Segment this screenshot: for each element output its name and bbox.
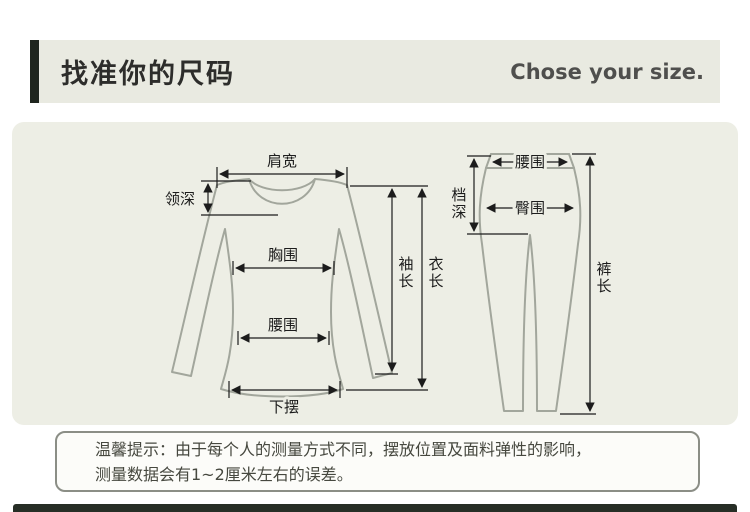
- tips-line-2: 测量数据会有1~2厘米左右的误差。: [95, 464, 353, 484]
- neck-depth-label: 领深: [165, 190, 195, 208]
- chest-label: 胸围: [268, 246, 298, 264]
- size-diagram: 肩宽 领深 胸围 腰围 下摆 袖长 衣长 腰围 档深 臀围 裤长: [162, 149, 615, 419]
- pants-drawing: [478, 153, 582, 412]
- section-title: 找准你的尺码: [61, 59, 235, 90]
- tips-line-1: 温馨提示：由于每个人的测量方式不同，摆放位置及面料弹性的影响，: [95, 439, 592, 459]
- pants-length-label: 裤长: [596, 260, 611, 295]
- pants-waist-label: 腰围: [515, 153, 545, 171]
- section-header: 找准你的尺码 Chose your size.: [30, 40, 720, 103]
- hip-label: 臀围: [515, 199, 545, 217]
- section-subtitle: Chose your size.: [510, 59, 704, 84]
- measure-lines: [201, 153, 596, 415]
- sleeve-length-label: 袖长: [398, 255, 413, 290]
- tips-box: 温馨提示：由于每个人的测量方式不同，摆放位置及面料弹性的影响， 测量数据会有1~…: [55, 431, 700, 492]
- shoulder-width-label: 肩宽: [267, 152, 297, 170]
- size-diagram-panel: 肩宽 领深 胸围 腰围 下摆 袖长 衣长 腰围 档深 臀围 裤长: [12, 122, 738, 425]
- hem-label: 下摆: [269, 398, 299, 416]
- shirt-drawing: [171, 178, 393, 398]
- crotch-depth-label: 档深: [451, 186, 466, 221]
- bottom-divider: [13, 504, 737, 512]
- header-accent-bar: [30, 40, 39, 103]
- shirt-waist-label: 腰围: [268, 316, 298, 334]
- garment-length-label: 衣长: [428, 255, 443, 290]
